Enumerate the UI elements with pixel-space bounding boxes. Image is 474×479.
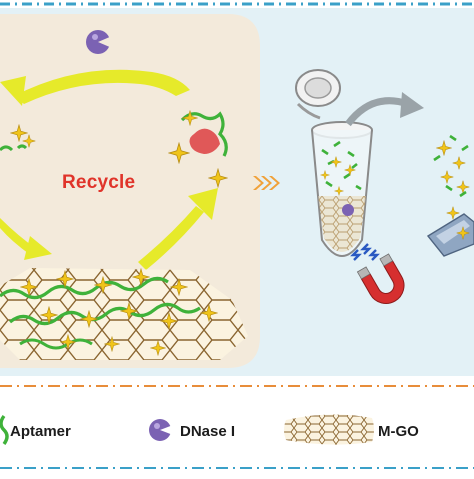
ellipsis-arrow-icon: [253, 176, 280, 190]
legend-mgo-label: M-GO: [378, 423, 419, 440]
dnase-pacman-icon: [86, 30, 112, 54]
legend-graphene-icon: [284, 414, 374, 445]
tube-dnase-icon: [342, 204, 354, 216]
legend-aptamer-label: Aptamer: [10, 423, 71, 440]
cycle-arrowhead-down: [24, 236, 52, 260]
transfer-arrow: [345, 92, 424, 127]
recycle-label: Recycle: [62, 172, 136, 193]
cycle-arrow-bottom-right: [138, 206, 204, 270]
magnet-icon: [356, 253, 405, 304]
aptamer-strand-icon: [0, 414, 9, 446]
cycle-arrowhead-up: [188, 188, 218, 220]
tube-contents: [321, 140, 362, 191]
legend-dnase-label: DNase I: [180, 423, 236, 440]
cycle-arrow-top: [14, 69, 190, 104]
recycle-cycle: [0, 69, 218, 270]
graphene-sheet-icon: [0, 268, 248, 360]
released-targets-right: [433, 134, 470, 220]
magnetic-field-lines: [350, 243, 380, 261]
released-targets-left: [0, 124, 36, 152]
aptamer-target-complex: [168, 110, 228, 188]
tube-icon: [295, 69, 373, 257]
legend-dnase-pacman-icon: [149, 419, 173, 441]
cycle-arrowhead-left: [0, 76, 26, 106]
detection-electrode: [426, 213, 474, 257]
